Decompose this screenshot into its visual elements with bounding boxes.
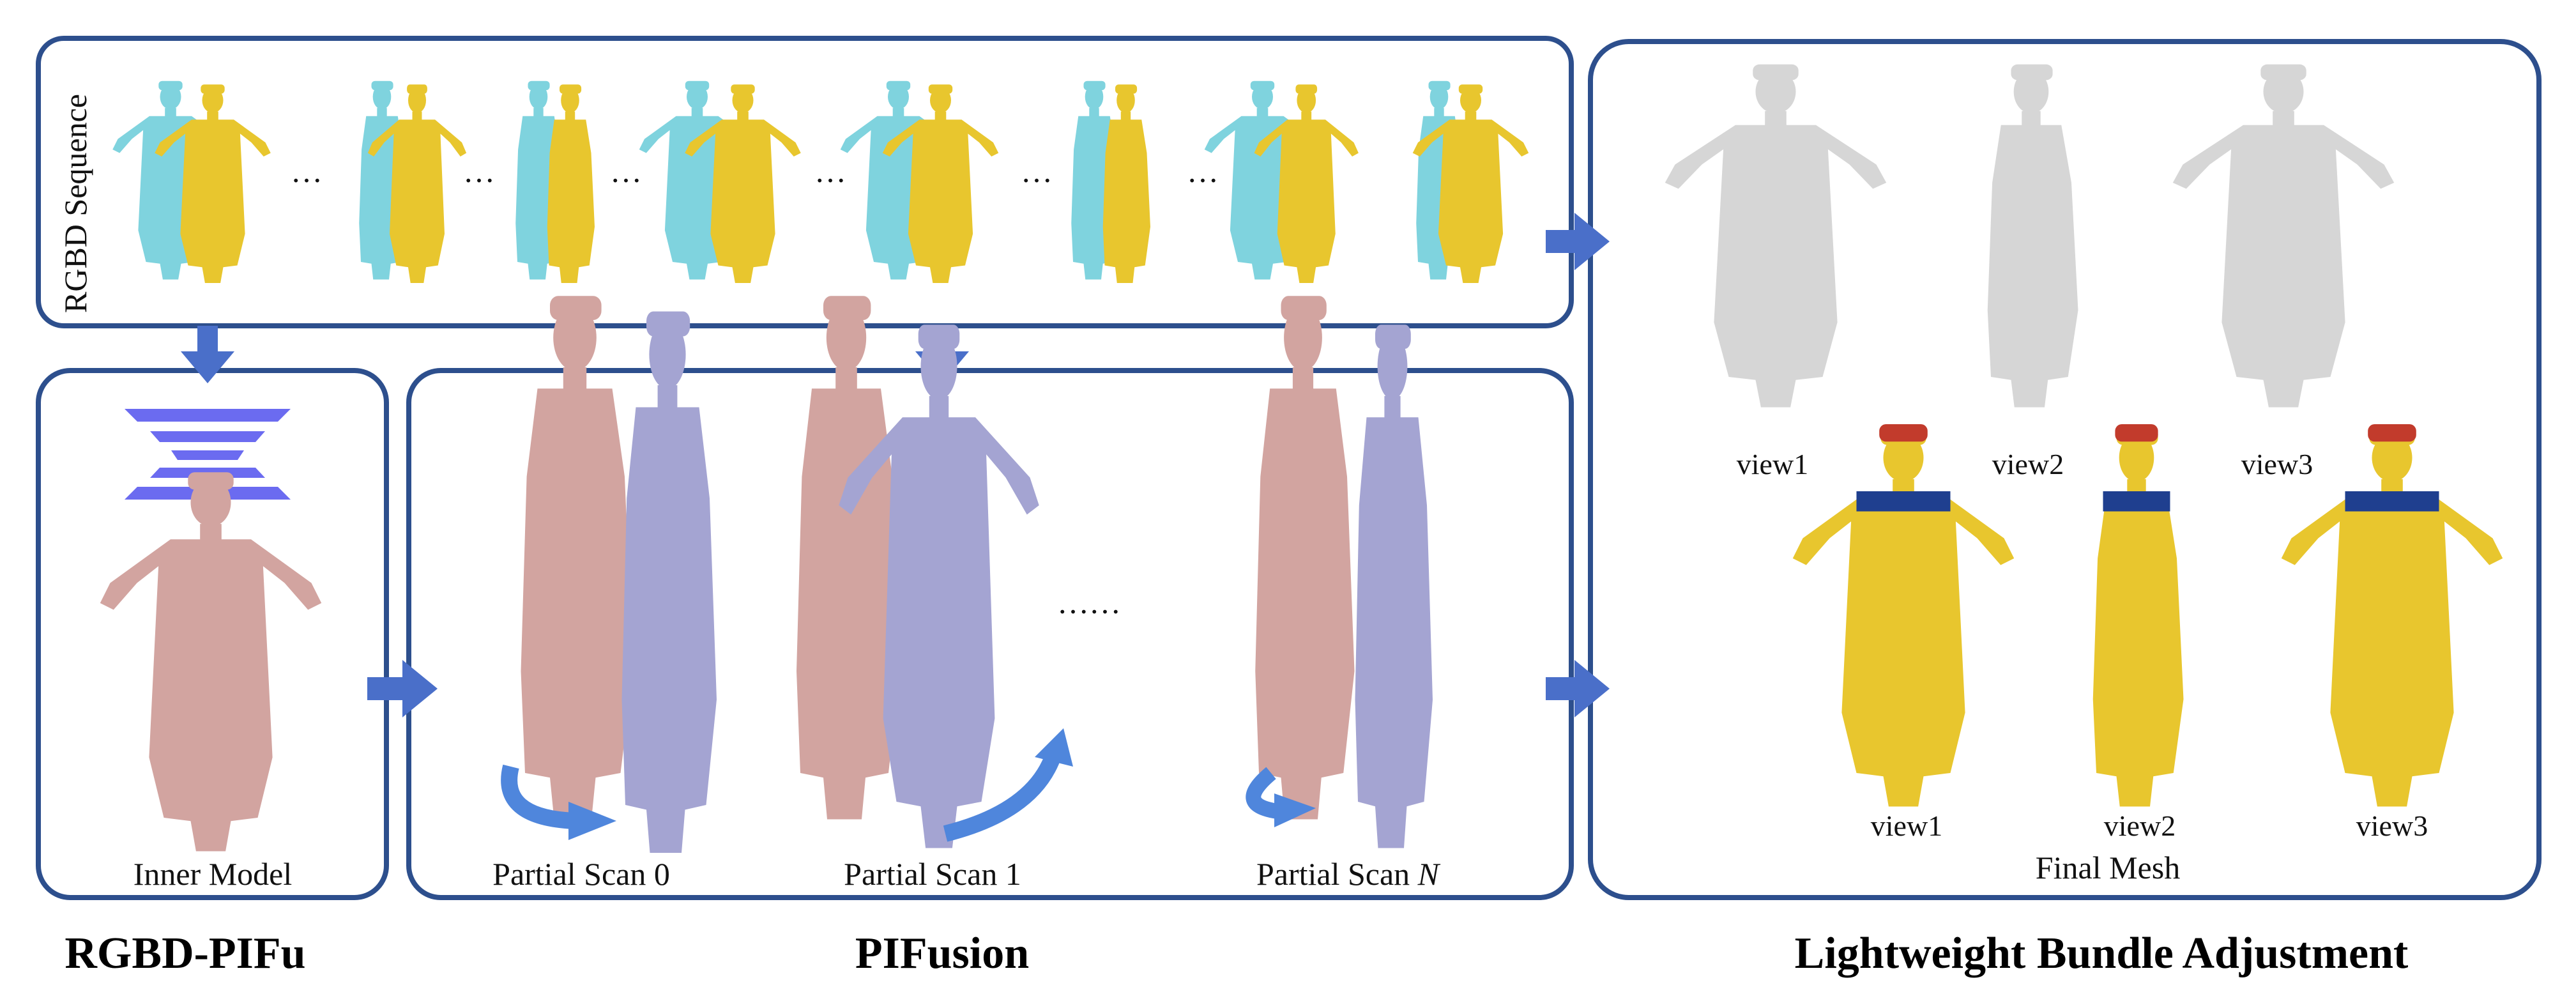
rgbd-sequence-panel — [36, 36, 1574, 328]
stage-title-rgbd-pifu: RGBD-PIFu — [65, 929, 305, 978]
partial-scan-1 — [796, 296, 1073, 848]
inner-model-figure — [100, 472, 322, 852]
scan-label-1: Partial Scan 1 — [844, 856, 1021, 892]
rotate-arrow-icon — [943, 751, 1062, 842]
color-mesh-view2 — [2092, 424, 2184, 807]
stage-title-pifusion: PIFusion — [855, 929, 1029, 978]
rgbd-frame — [359, 80, 467, 283]
pifusion-panel — [406, 368, 1574, 900]
partial-scan-figure — [621, 311, 717, 853]
stage-title-bundle-adjustment: Lightweight Bundle Adjustment — [1795, 929, 2409, 978]
frame-ellipsis: … — [291, 153, 323, 189]
final-mesh-label: Final Mesh — [2036, 850, 2180, 885]
inner-model-label: Inner Model — [133, 856, 293, 892]
gray-mesh-view3 — [2172, 64, 2395, 408]
rgbd-frame — [112, 80, 271, 283]
rgbd-frame — [840, 80, 999, 283]
frame-ellipsis: … — [1021, 153, 1053, 189]
partial-scan-0 — [501, 296, 717, 853]
inner-model-figure — [1255, 296, 1355, 820]
partial-scan-n — [1246, 296, 1433, 848]
partial-scan-figure — [1355, 325, 1433, 848]
gray-view-label-1: view1 — [1737, 448, 1808, 480]
rotate-arrow-icon — [1246, 767, 1279, 819]
inner-model-figure — [521, 296, 633, 820]
color-view-label-2: view2 — [2104, 809, 2176, 842]
frame-ellipsis: … — [1187, 153, 1219, 189]
gray-mesh-view1 — [1665, 64, 1887, 408]
inner-model-figure — [796, 296, 900, 820]
color-view-label-3: view3 — [2356, 809, 2428, 842]
rgbd-frame — [515, 80, 595, 283]
color-mesh-view3 — [2281, 424, 2503, 807]
color-mesh-view1 — [1792, 424, 2015, 807]
scan-ellipsis: …… — [1057, 585, 1121, 620]
scan-label-0: Partial Scan 0 — [492, 856, 670, 892]
frame-ellipsis: … — [610, 153, 642, 189]
gray-view-label-2: view2 — [1992, 448, 2064, 480]
scan-label-n: Partial Scan N — [1256, 856, 1441, 892]
frame-ellipsis: … — [463, 153, 495, 189]
color-view-label-1: view1 — [1871, 809, 1942, 842]
arrow-right-icon — [1546, 213, 1610, 270]
gray-mesh-view2 — [1987, 64, 2078, 408]
rotate-arrow-icon — [1274, 793, 1316, 827]
rgbd-frame — [1204, 80, 1359, 283]
rotate-arrow-icon — [568, 802, 616, 840]
bundle-adjustment-panel — [1588, 39, 2542, 900]
rgbd-frame — [1412, 80, 1529, 283]
rgbd-sequence-label: RGBD Sequence — [57, 94, 93, 313]
arrow-right-icon — [367, 660, 438, 717]
rgbd-frame — [639, 80, 801, 283]
frame-ellipsis: … — [814, 153, 846, 189]
rotate-arrow-icon — [501, 764, 575, 829]
rgbd-frames: … … … … … … — [112, 80, 1529, 283]
gray-view-label-3: view3 — [2241, 448, 2313, 480]
arrow-right-icon — [1546, 660, 1610, 717]
arrow-down-icon — [181, 326, 234, 383]
rotate-arrow-icon — [1035, 728, 1073, 767]
rgbd-frame — [1071, 80, 1150, 283]
network-layers-icon — [125, 409, 291, 500]
